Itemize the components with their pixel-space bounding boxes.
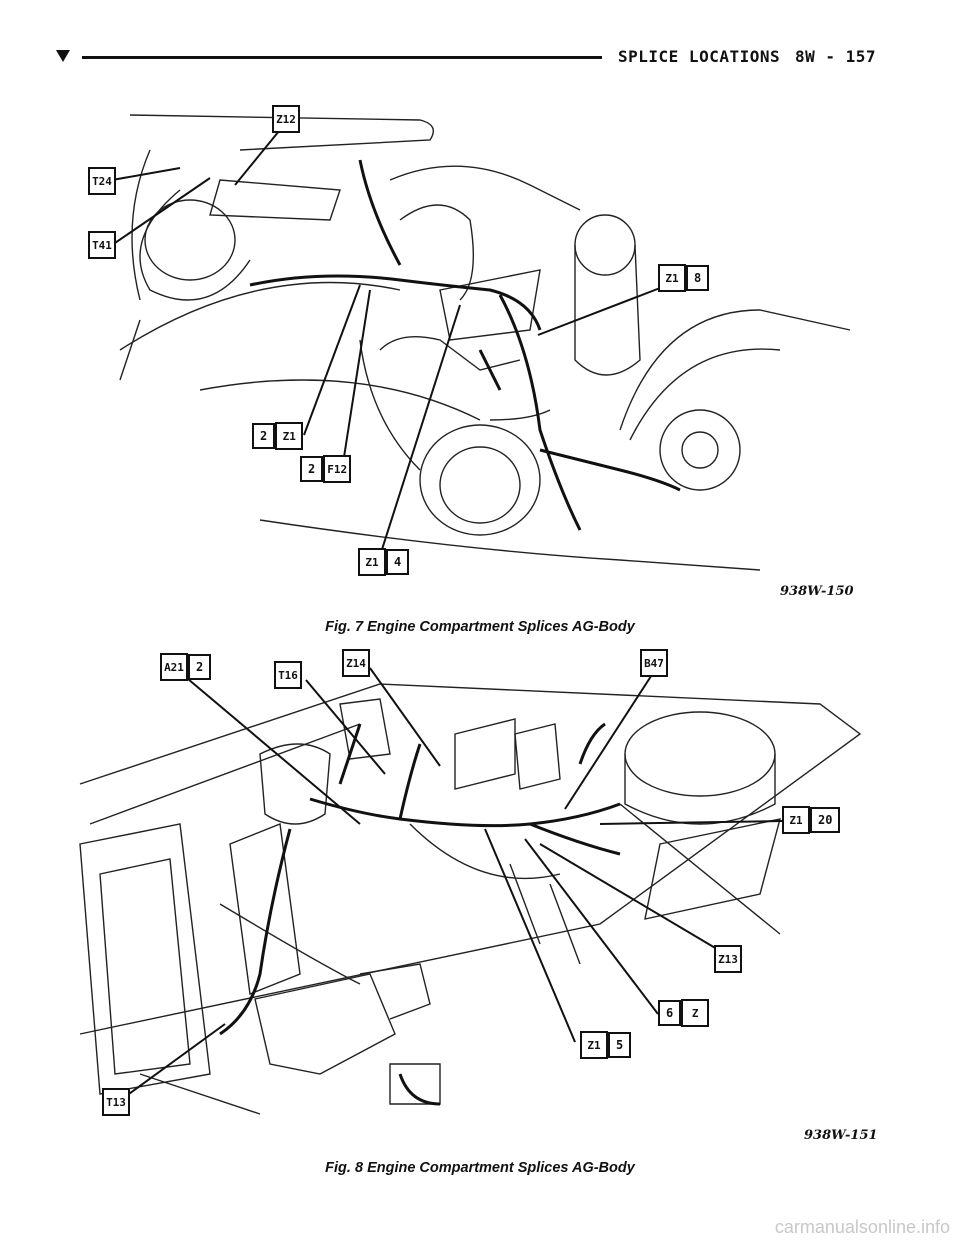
splice-label-t13: T13	[102, 1088, 130, 1116]
engine-compartment-drawing-fig7	[111, 114, 851, 571]
header-rule	[82, 56, 602, 59]
splice-label-z14: Z14	[342, 649, 370, 677]
splice-label-t24: T24	[88, 167, 116, 195]
figure-8: A21 2 T16 Z14 B47 Z1 20 Z13 6 Z Z1 5 T13…	[60, 644, 890, 1144]
figure-7-caption: Fig. 7 Engine Compartment Splices AG-Bod…	[325, 619, 635, 635]
splice-label-z1-8: Z1 8	[658, 264, 710, 292]
splice-label-2-z1: 2 Z1	[252, 422, 304, 450]
page-header: SPLICE LOCATIONS 8W - 157	[0, 38, 960, 78]
splice-label-z12: Z12	[272, 105, 300, 133]
splice-label-b47: B47	[640, 649, 668, 677]
figure-8-caption: Fig. 8 Engine Compartment Splices AG-Bod…	[325, 1160, 635, 1176]
section-title: SPLICE LOCATIONS	[618, 47, 781, 66]
splice-label-t41: T41	[88, 231, 116, 259]
page-number: 8W - 157	[795, 47, 877, 66]
figure-code: 938W-151	[804, 1128, 878, 1143]
watermark: carmanualsonline.info	[774, 1217, 950, 1237]
splice-label-z1-5: Z1 5	[580, 1031, 632, 1059]
splice-label-2-f12: 2 F12	[300, 455, 352, 483]
figure-code: 938W-150	[780, 584, 854, 599]
splice-label-z1-4: Z1 4	[358, 548, 410, 576]
splice-label-t16: T16	[274, 661, 302, 689]
engine-compartment-drawing-fig8	[79, 667, 862, 1115]
splice-label-6-z: 6 Z	[658, 999, 710, 1027]
splice-label-z1-20: Z1 20	[782, 806, 841, 834]
splice-label-a21-2: A21 2	[160, 653, 212, 681]
figure-7: Z12 T24 T41 Z1 8 2 Z1 2 F12 Z1 4 938W-15…	[60, 90, 890, 630]
splice-label-z13: Z13	[714, 945, 742, 973]
triangle-marker-icon	[56, 50, 70, 62]
